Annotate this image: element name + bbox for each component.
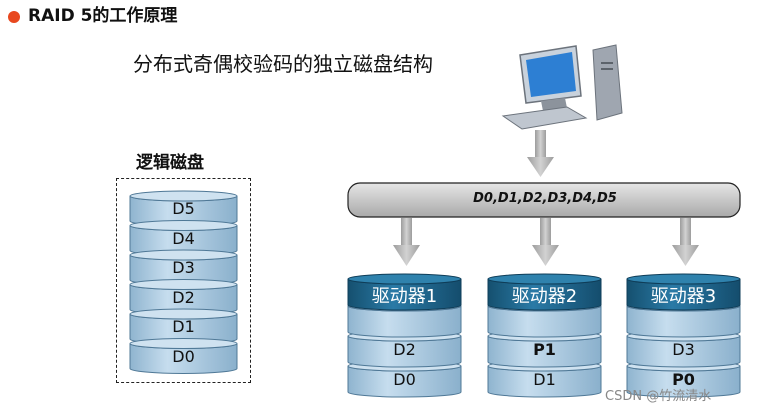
logical-disk-label: D0: [172, 346, 195, 366]
logical-disk-label: D1: [172, 317, 195, 336]
logical-disk-d4: [129, 220, 238, 256]
subtitle: 分布式奇偶校验码的独立磁盘结构: [133, 52, 433, 76]
logical-disk-d5: [129, 190, 238, 227]
logical-disk-label: 逻辑磁盘: [136, 153, 204, 173]
watermark: CSDN @竹流清水: [605, 389, 712, 404]
bus-label: D0,D1,D2,D3,D4,D5: [473, 191, 617, 206]
data-block-label: D2: [393, 340, 416, 359]
logical-disk-label: D5: [172, 199, 195, 218]
data-block-label: D1: [533, 370, 556, 389]
data-block-label: D0: [393, 370, 416, 389]
drive-1-header: [347, 273, 462, 311]
logical-disk-d3: [129, 249, 238, 286]
page-title: RAID 5的工作原理: [28, 6, 178, 26]
computer-icon: [501, 44, 623, 130]
logical-disk-label: D2: [172, 287, 195, 307]
data-block-label: D3: [672, 340, 695, 359]
drive-1-name: 驱动器1: [371, 286, 438, 307]
arrow-bus-to-drive-1: [393, 218, 420, 266]
title-bullet: [8, 11, 20, 23]
logical-disk-d0: [129, 338, 238, 374]
logical-disk-frame: [116, 178, 251, 383]
parity-block-label: P0: [672, 370, 695, 389]
logical-disk-label: D3: [172, 258, 195, 277]
parity-block-label: P1: [533, 340, 556, 359]
logical-disk-d1: [129, 308, 238, 345]
drive-2-header: [487, 273, 602, 311]
arrow-computer-to-bus: [527, 130, 554, 177]
arrow-bus-to-drive-2: [532, 218, 559, 266]
arrow-bus-to-drive-3: [672, 218, 699, 266]
drive-3-header: [626, 273, 741, 311]
data-bus: [347, 182, 741, 218]
logical-disk-label: D4: [172, 228, 195, 248]
drive-3-name: 驱动器3: [650, 286, 717, 307]
drive-2-name: 驱动器2: [511, 286, 578, 307]
